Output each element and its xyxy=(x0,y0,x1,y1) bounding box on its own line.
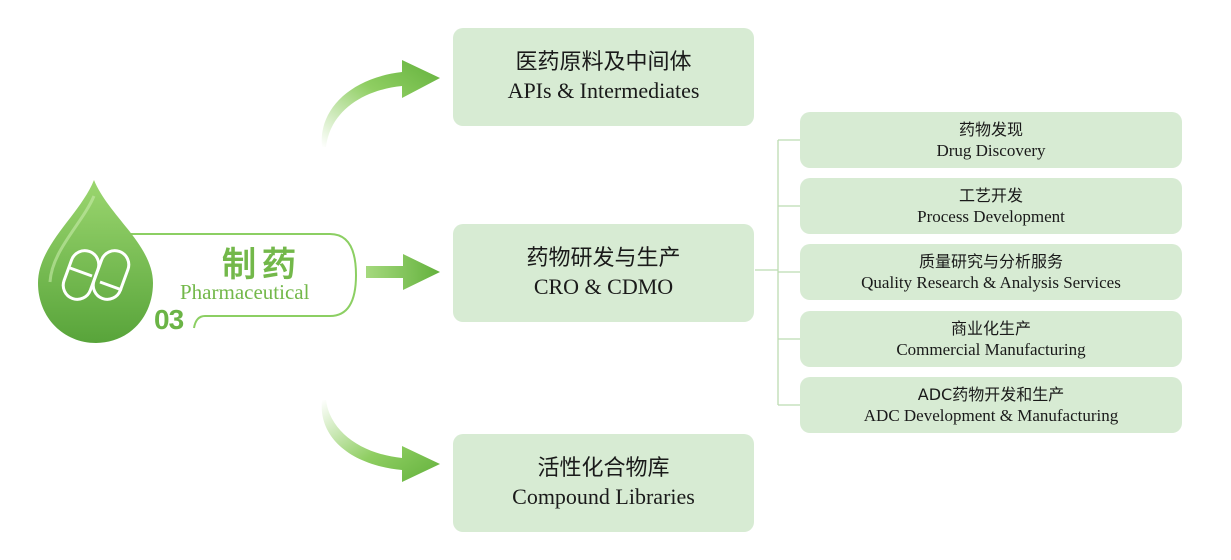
main-box-label-zh: 药物研发与生产 xyxy=(526,246,681,271)
main-box-apis: 医药原料及中间体 APIs & Intermediates xyxy=(453,28,754,126)
category-number: 03 xyxy=(154,304,184,335)
arrow-right-icon xyxy=(366,254,440,290)
main-box-label-zh: 活性化合物库 xyxy=(537,456,670,481)
main-box-cro-cdmo: 药物研发与生产 CRO & CDMO xyxy=(453,224,754,322)
main-box-label-zh: 医药原料及中间体 xyxy=(515,50,692,75)
drop-icon xyxy=(38,180,153,343)
arrow-up-icon xyxy=(321,60,440,147)
sub-box-adc: ADC药物开发和生产 ADC Development & Manufacturi… xyxy=(800,377,1182,433)
sub-box-label-zh: 药物发现 xyxy=(958,119,1023,139)
capsule-icon xyxy=(61,249,131,301)
sub-box-label-zh: 工艺开发 xyxy=(958,185,1023,205)
sub-box-label-en: Drug Discovery xyxy=(936,140,1046,160)
sub-box-label-zh: ADC药物开发和生产 xyxy=(917,384,1065,404)
connector-bracket xyxy=(755,139,800,406)
sub-box-commercial-manufacturing: 商业化生产 Commercial Manufacturing xyxy=(800,311,1182,367)
main-box-label-en: Compound Libraries xyxy=(512,484,695,509)
category-title-zh: 制药 xyxy=(222,245,302,285)
main-box-compound-libraries: 活性化合物库 Compound Libraries xyxy=(453,434,754,532)
sub-box-label-zh: 商业化生产 xyxy=(950,318,1031,338)
sub-box-label-en: ADC Development & Manufacturing xyxy=(863,405,1119,425)
sub-box-label-zh: 质量研究与分析服务 xyxy=(918,251,1063,271)
main-box-label-en: APIs & Intermediates xyxy=(507,78,700,103)
sub-box-quality-research: 质量研究与分析服务 Quality Research & Analysis Se… xyxy=(800,244,1182,300)
arrow-down-icon xyxy=(321,400,440,482)
sub-box-process-development: 工艺开发 Process Development xyxy=(800,178,1182,234)
main-box-label-en: CRO & CDMO xyxy=(533,274,674,299)
category-title-en: Pharmaceutical xyxy=(180,280,310,304)
title-outline xyxy=(112,233,358,329)
sub-box-drug-discovery: 药物发现 Drug Discovery xyxy=(800,112,1182,168)
sub-box-label-en: Process Development xyxy=(917,206,1065,226)
sub-box-label-en: Quality Research & Analysis Services xyxy=(861,272,1121,292)
sub-box-label-en: Commercial Manufacturing xyxy=(896,339,1086,359)
